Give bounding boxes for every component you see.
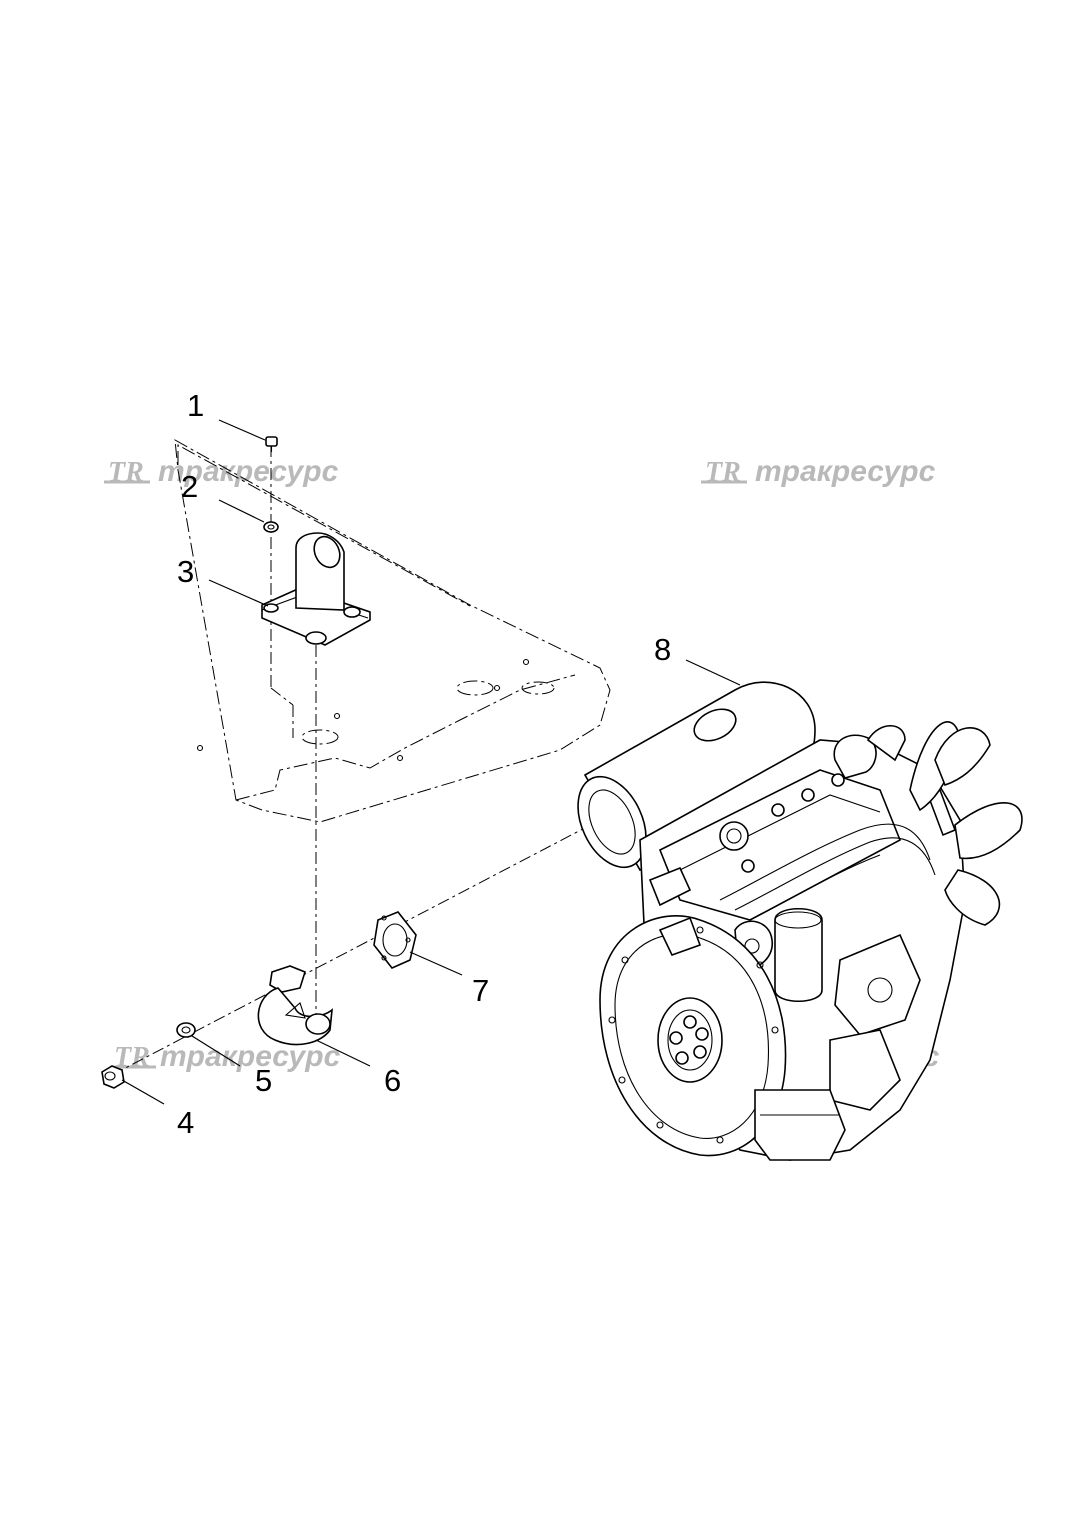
watermark-bottom-left: TR тракресурс (110, 1040, 341, 1073)
callout-4: 4 (177, 1105, 194, 1140)
callout-8: 8 (654, 632, 671, 667)
callout-1: 1 (187, 388, 204, 423)
part-engine (577, 681, 1023, 1161)
part-washer (263, 521, 279, 533)
watermark-top-left: TR тракресурс (104, 455, 339, 488)
part-exhaust-pipe (261, 532, 371, 646)
part-nut (101, 1065, 125, 1089)
centre-lines (111, 445, 641, 1076)
callout-3: 3 (177, 554, 194, 589)
watermark-text: тракресурс (160, 1040, 341, 1073)
callout-7: 7 (472, 973, 489, 1008)
mounting-plate-outline (174, 439, 611, 823)
watermark-text: тракресурс (158, 455, 339, 488)
callout-5: 5 (255, 1063, 272, 1098)
watermark-text: тракресурс (755, 455, 936, 488)
callout-numbers: 1 2 3 4 5 6 7 8 (177, 388, 671, 1140)
part-bolt (265, 436, 278, 452)
part-lower-elbow (257, 965, 333, 1046)
part-seal-ring (176, 1022, 196, 1038)
callout-6: 6 (384, 1063, 401, 1098)
leader-lines (121, 419, 741, 1105)
callout-2: 2 (181, 469, 198, 504)
watermark-top-right: TR тракресурс (701, 455, 936, 488)
part-gasket (373, 911, 417, 969)
